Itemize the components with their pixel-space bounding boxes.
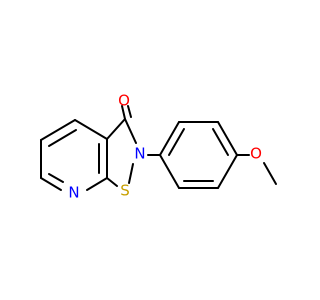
bond-methoxy-ch3 (263, 162, 277, 185)
bond-benzene-4 (217, 154, 238, 189)
nitrogen-ring-label: N (134, 145, 145, 163)
bond-pyridine-1 (40, 119, 76, 141)
bond-carbonyl-2 (127, 105, 132, 118)
bond-pyridine-5 (86, 177, 108, 191)
bond-s1-c7a (106, 177, 118, 187)
bond-benzene-1 (159, 121, 180, 156)
structure-drawing: O N S N O (40, 92, 277, 202)
bond-benzene-3 (217, 121, 238, 156)
bond-carbonyl-1 (121, 105, 126, 120)
bond-pyridine-4-inner (48, 173, 64, 183)
bond-benzene-1-inner (168, 128, 185, 156)
bond-pyridine-1-inner (48, 129, 77, 147)
bond-c3a-c3 (106, 118, 126, 140)
bond-pyridine-4 (40, 177, 62, 191)
bond-benzene-6 (159, 154, 180, 189)
bond-n2-s1 (128, 163, 134, 184)
oxygen-carbonyl-label: O (118, 92, 130, 110)
bonds (40, 105, 277, 191)
molecule-diagram: O N S N O (40, 91, 277, 202)
nitrogen-pyridine-label: N (68, 184, 79, 202)
sulfur-ring-label: S (120, 182, 130, 200)
oxygen-methoxy-label: O (250, 145, 262, 163)
bond-benzene-3-inner (212, 128, 229, 156)
bond-c3-n2 (124, 118, 137, 144)
bond-pyridine-2 (74, 119, 108, 140)
